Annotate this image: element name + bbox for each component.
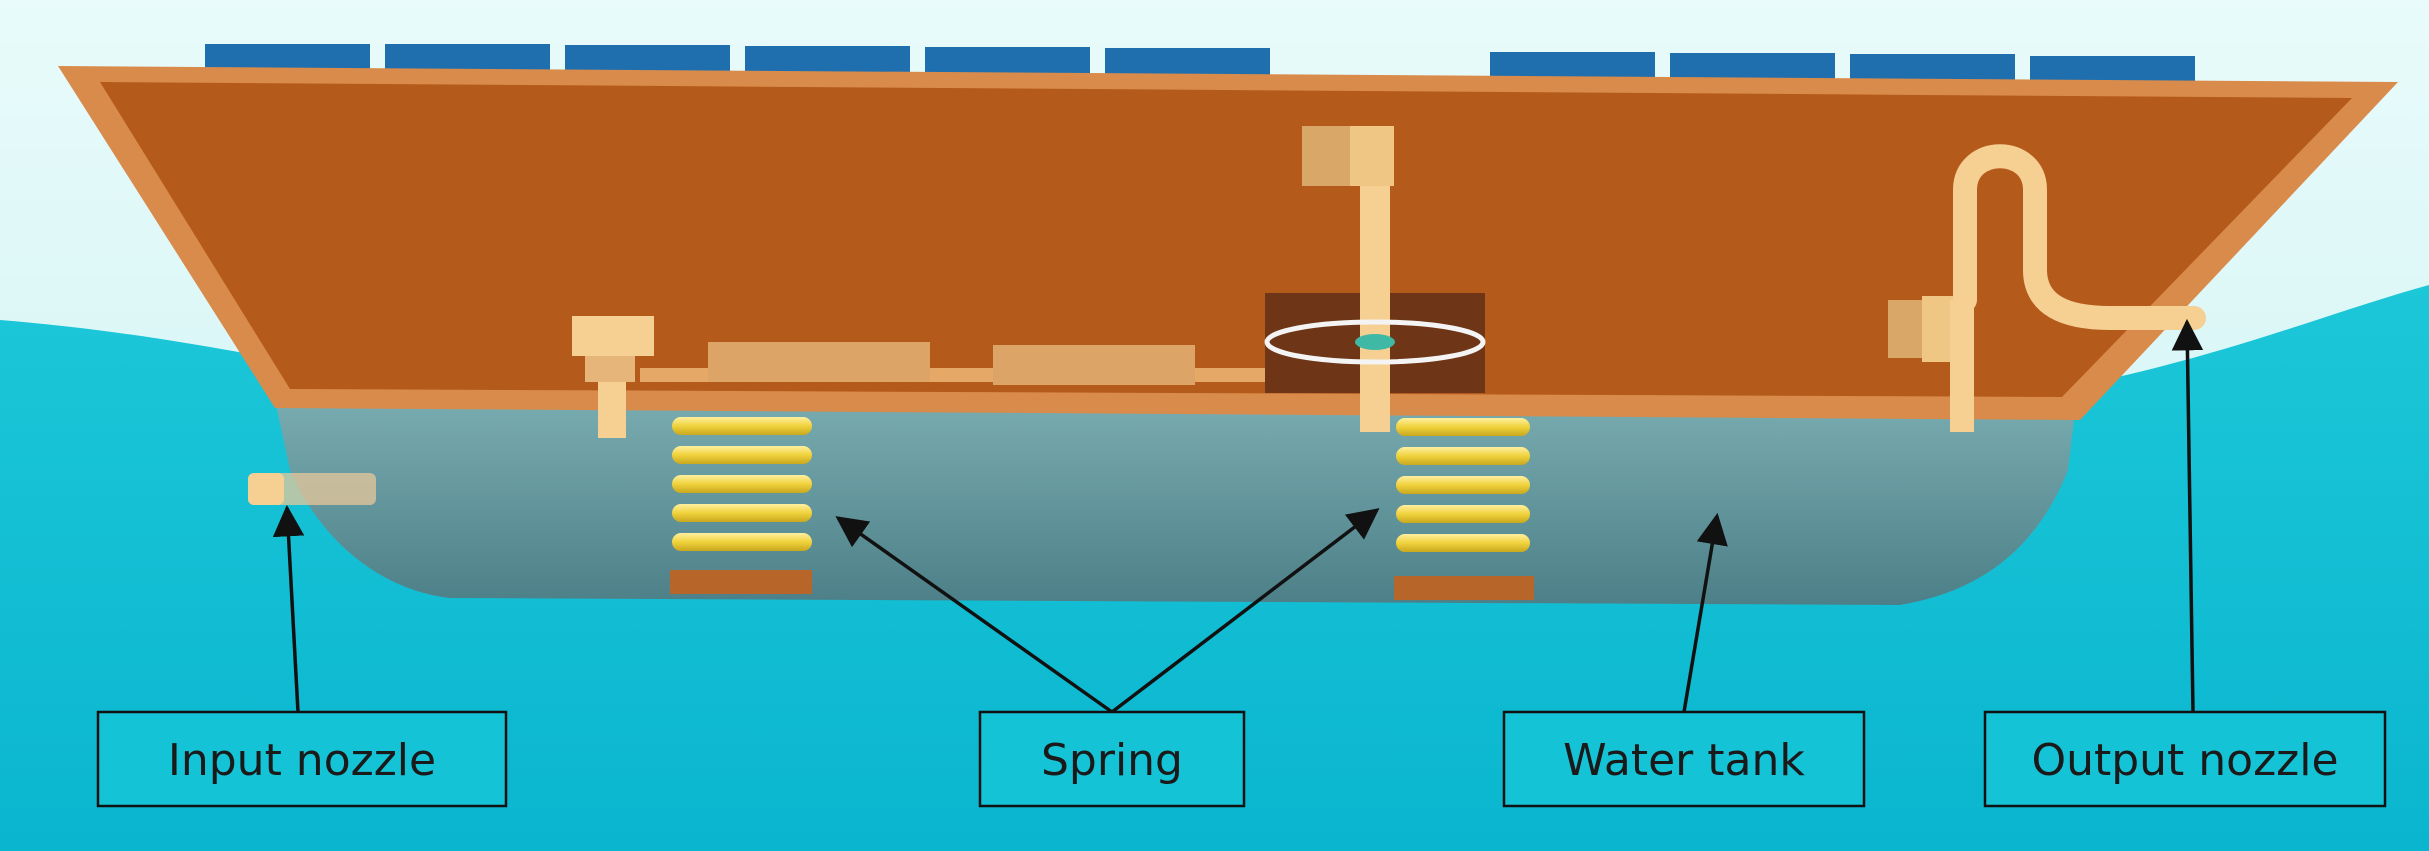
- spring-coil-icon: [672, 533, 812, 551]
- label-water-tank-text: Water tank: [1563, 735, 1805, 786]
- motor-block: [1302, 126, 1358, 186]
- label-spring-text: Spring: [1041, 735, 1183, 786]
- label-input-nozzle-text: Input nozzle: [168, 735, 436, 786]
- hull-body: [100, 82, 2352, 397]
- input-nozzle-tip: [248, 473, 284, 505]
- pump-block: [1888, 300, 1926, 358]
- propeller-icon: [1264, 319, 1486, 365]
- spring-coil-icon: [672, 417, 812, 435]
- spring-coil-icon: [1396, 505, 1530, 523]
- spring-coil-icon: [672, 504, 812, 522]
- spring-right: [1394, 418, 1534, 600]
- internal-components: [572, 126, 2206, 438]
- battery-block-left: [708, 342, 930, 382]
- spring-base: [1394, 576, 1534, 600]
- spring-coil-icon: [672, 475, 812, 493]
- arrow-input-nozzle: [272, 504, 305, 713]
- label-water-tank: Water tank: [1502, 710, 1866, 808]
- arrow-water-tank: [1682, 512, 1728, 713]
- input-connector-cap: [572, 316, 654, 356]
- label-output-nozzle-text: Output nozzle: [2031, 735, 2338, 786]
- propeller-hub: [1355, 334, 1395, 350]
- spring-coil-icon: [1396, 418, 1530, 436]
- spring-base: [670, 570, 812, 594]
- spring-coil-icon: [1396, 534, 1530, 552]
- output-pipe: [1953, 144, 2206, 330]
- arrow-spring-right: [1110, 508, 1380, 714]
- spring-left: [670, 417, 812, 594]
- battery-block-right: [993, 345, 1195, 385]
- spring-coil-icon: [672, 446, 812, 464]
- label-spring: Spring: [978, 710, 1246, 808]
- pump-pipe-vertical: [1950, 300, 1974, 432]
- solar-panel-icon: [1105, 48, 1270, 78]
- label-box: [1502, 710, 1866, 808]
- input-nozzle: [248, 473, 376, 505]
- input-connector-pipe: [598, 382, 626, 438]
- spring-coil-icon: [1396, 476, 1530, 494]
- input-connector-neck: [585, 356, 635, 382]
- label-box: [96, 710, 508, 808]
- label-output-nozzle: Output nozzle: [1983, 710, 2387, 808]
- callout-arrows: [272, 318, 2204, 714]
- motor-block-front: [1350, 126, 1394, 186]
- label-box: [978, 710, 1246, 808]
- motor-shaft: [1360, 186, 1390, 432]
- arrow-spring-left: [835, 516, 1114, 714]
- solar-panel-icon: [925, 47, 1090, 77]
- water-tank: [275, 400, 2075, 605]
- label-box: [1983, 710, 2387, 808]
- label-input-nozzle: Input nozzle: [96, 710, 508, 808]
- spring-coil-icon: [1396, 447, 1530, 465]
- arrow-output-nozzle: [2171, 318, 2204, 713]
